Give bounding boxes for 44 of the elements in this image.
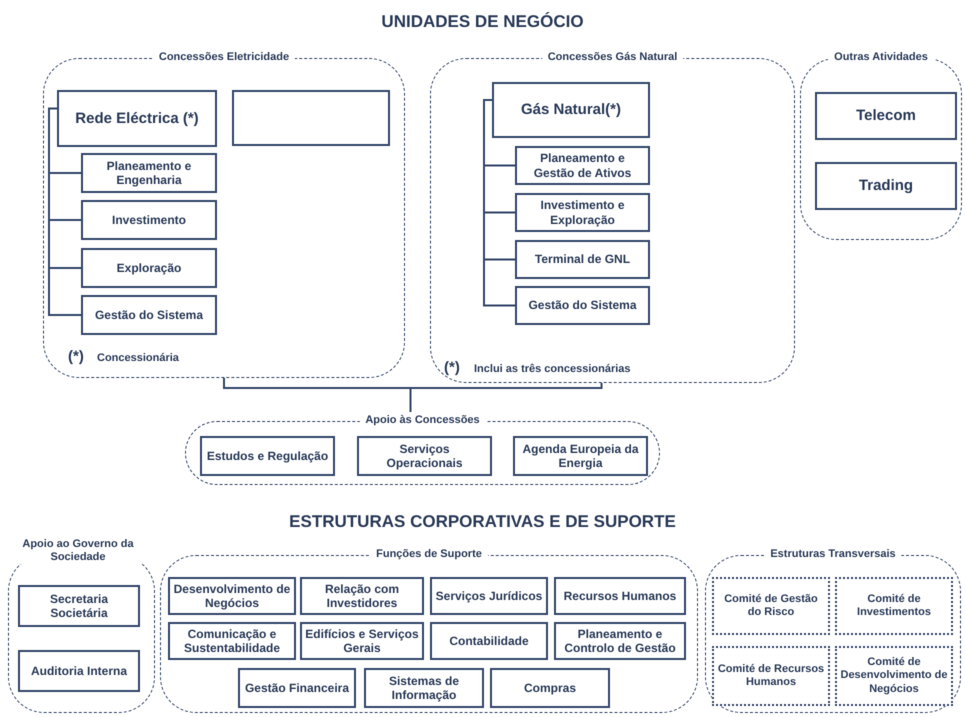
unit-box: Gás Natural(*) [492, 82, 650, 138]
connector-line [410, 383, 603, 412]
unit-box: Gestão do Sistema [515, 286, 650, 325]
unit-box: Investimento e Exploração [515, 193, 650, 232]
unit-box: Estudos e Regulação [200, 436, 335, 476]
unit-box: Comité de Investimentos [835, 577, 953, 635]
unit-box: Planeamento e Engenharia [81, 153, 217, 193]
unit-box: Desenvolvimento de Negócios [168, 577, 296, 615]
unit-box: Contabilidade [430, 622, 548, 660]
footnote-text: Inclui as três concessionárias [474, 363, 631, 375]
group-heading: Funções de Suporte [370, 546, 488, 562]
footnote-text: Concessionária [97, 352, 179, 364]
unit-box: Agenda Europeia da Energia [513, 436, 648, 476]
unit-box: Gestão do Sistema [81, 295, 217, 335]
unit-box: Recursos Humanos [554, 577, 686, 615]
unit-box: Comunicação e Sustentabilidade [168, 622, 296, 660]
unit-box: Terminal de GNL [515, 240, 650, 279]
unit-box: Compras [490, 668, 610, 708]
unit-box: Telecom [815, 92, 957, 140]
section-title: UNIDADES DE NEGÓCIO [380, 12, 585, 32]
unit-box: Serviços Operacionais [357, 436, 492, 476]
unit-box: Trading [815, 162, 957, 210]
unit-box: Serviços Jurídicos [430, 577, 548, 615]
footnote-marker: (*) [444, 359, 460, 376]
unit-box: Planeamento e Gestão de Ativos [515, 146, 650, 185]
unit-box: Relação com Investidores [300, 577, 424, 615]
connector-line [483, 99, 515, 306]
connector-line [48, 108, 81, 316]
unit-box: Planeamento e Controlo de Gestão [554, 622, 686, 660]
unit-box: Exploração [81, 248, 217, 288]
unit-box: Comité de Recursos Humanos [712, 646, 830, 706]
unit-box: Comité de Desenvolvimento de Negócios [835, 646, 953, 706]
section-title: ESTRUTURAS CORPORATIVAS E DE SUPORTE [288, 512, 677, 532]
unit-box: Sistemas de Informação [364, 668, 484, 708]
unit-box: Comité de Gestão do Risco [712, 577, 830, 635]
group-heading: Apoio às Concessões [359, 412, 486, 428]
unit-box: Rede Eléctrica (*) [57, 90, 217, 147]
unit-box: Edifícios e Serviços Gerais [300, 622, 424, 660]
unit-box: Auditoria Interna [18, 650, 140, 692]
footnote-marker: (*) [68, 348, 84, 365]
unit-box: Secretaria Societária [18, 585, 140, 627]
unit-box: Investimento [81, 200, 217, 240]
unit-box: Gestão Financeira [238, 668, 356, 708]
empty-box [232, 90, 390, 146]
